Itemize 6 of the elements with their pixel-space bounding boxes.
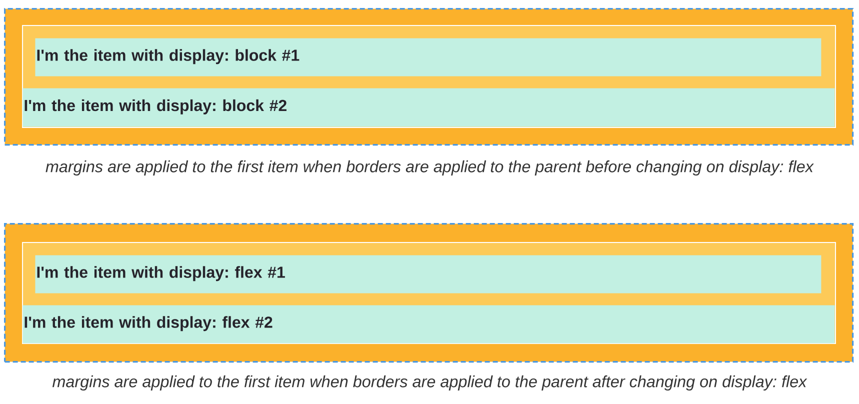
- item-box: I'm the item with display: block #1: [35, 38, 822, 76]
- item-box: I'm the item with display: flex #2: [22, 305, 835, 344]
- caption: margins are applied to the first item when borders are applied to the parent after changing on display: flex: [52, 375, 808, 391]
- item-box: I'm the item with display: block #2: [22, 88, 835, 127]
- item-box: I'm the item with display: flex #1: [35, 255, 822, 294]
- caption: margins are applied to the first item when borders are applied to the parent before changing on display: flex: [46, 160, 814, 176]
